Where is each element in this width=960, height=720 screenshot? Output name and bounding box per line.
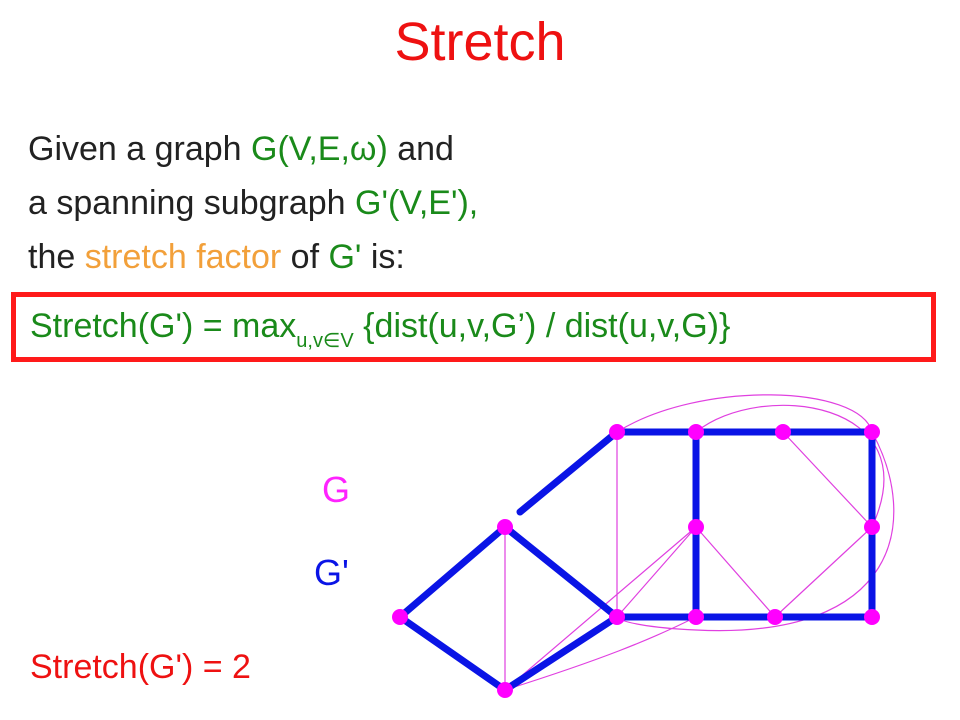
intro-line-1: Given a graph G(V,E,ω) and xyxy=(28,122,478,176)
intro-text: is: xyxy=(361,238,405,276)
g-edge xyxy=(782,431,873,528)
graph-node xyxy=(609,424,625,440)
graph-node xyxy=(688,519,704,535)
subgraph-symbol: G' xyxy=(328,238,362,276)
graph-node xyxy=(775,424,791,440)
intro-text: and xyxy=(387,130,454,168)
graph-notation: G(V,E,ω) xyxy=(251,130,388,168)
graph-node xyxy=(864,519,880,535)
gprime-edge xyxy=(516,428,621,516)
graph-node xyxy=(688,609,704,625)
intro-text: Given a graph xyxy=(28,130,252,168)
graph-node xyxy=(864,609,880,625)
intro-text: a spanning subgraph xyxy=(28,184,356,222)
g-edge-curve xyxy=(616,394,873,433)
g-edge-curve xyxy=(695,404,885,528)
graph-node xyxy=(497,682,513,698)
stretch-result: Stretch(G') = 2 xyxy=(30,648,251,686)
gprime-edge xyxy=(396,523,509,621)
gprime-edge xyxy=(501,613,621,694)
intro-line-3: the stretch factor of G' is: xyxy=(28,230,478,284)
graph-node xyxy=(767,609,783,625)
stretch-factor-term: stretch factor xyxy=(84,238,282,276)
formula-box xyxy=(11,292,936,362)
g-edge xyxy=(616,526,697,618)
subgraph-notation: G'(V,E'), xyxy=(355,184,479,222)
g-edge-curve xyxy=(616,431,895,632)
formula-main: Stretch(G') = max xyxy=(30,307,297,345)
graph-node xyxy=(609,609,625,625)
g-edge xyxy=(774,526,873,618)
gprime-edge xyxy=(501,523,621,621)
page-title: Stretch xyxy=(394,12,566,72)
intro-line-2: a spanning subgraph G'(V,E'), xyxy=(28,176,478,230)
legend-g-label: G xyxy=(322,469,351,510)
g-edge-curve xyxy=(504,616,697,691)
g-edge xyxy=(695,526,776,618)
formula-subscript: u,v∈V xyxy=(296,330,354,352)
graph-node xyxy=(497,519,513,535)
graph-node xyxy=(864,424,880,440)
legend-gprime-label: G' xyxy=(314,552,349,593)
graph-node xyxy=(688,424,704,440)
intro-text: of xyxy=(281,238,329,276)
intro-text: the xyxy=(28,238,85,276)
graph-node xyxy=(392,609,408,625)
stretch-formula: Stretch(G') = maxu,v∈V {dist(u,v,G’) / d… xyxy=(30,304,730,363)
formula-rest: {dist(u,v,G’) / dist(u,v,G)} xyxy=(353,307,731,345)
g-edge xyxy=(504,526,697,691)
intro-paragraph: Given a graph G(V,E,ω) and a spanning su… xyxy=(28,122,478,284)
gprime-edge xyxy=(396,613,509,694)
